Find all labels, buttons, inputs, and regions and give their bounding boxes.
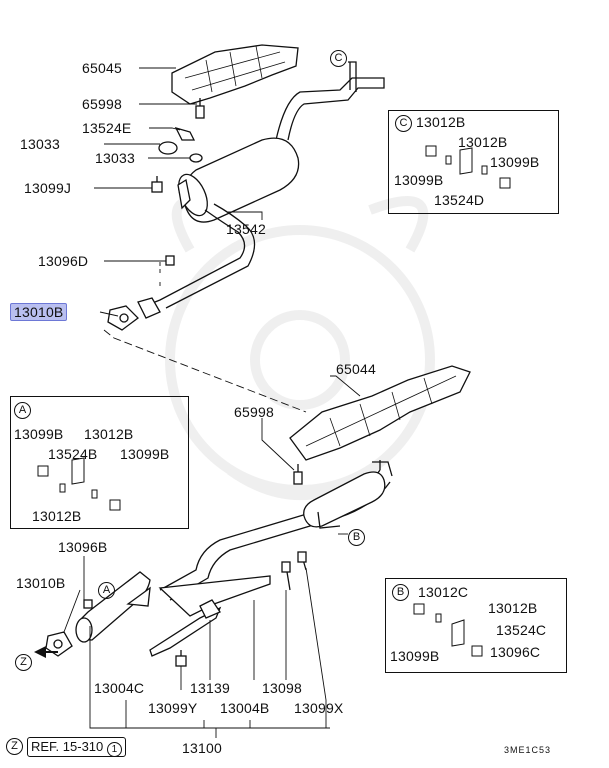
detail-b-13099B[interactable]: 13099B	[390, 648, 440, 664]
part-label-65044[interactable]: 65044	[336, 361, 376, 377]
heat-shield-65045	[171, 44, 299, 105]
detail-c-13099B-a[interactable]: 13099B	[490, 154, 540, 170]
part-label-13542[interactable]: 13542	[226, 221, 266, 237]
callout-c-box: C	[395, 115, 412, 132]
detail-c-13012B-b[interactable]: 13012B	[458, 134, 508, 150]
callout-z-ref: Z	[6, 738, 23, 755]
part-label-13099X[interactable]: 13099X	[294, 700, 344, 716]
gasket-13010B-lower	[45, 631, 73, 657]
callout-c-diagram: C	[330, 50, 347, 67]
detail-b-13012B[interactable]: 13012B	[488, 600, 538, 616]
callout-z-diagram: Z	[15, 654, 32, 671]
gasket-13010B-upper	[107, 305, 139, 331]
part-label-13524E[interactable]: 13524E	[82, 120, 132, 136]
hardware-upper	[83, 98, 303, 667]
bracket-13004C	[149, 606, 222, 657]
tail-pipe	[275, 77, 385, 141]
center-pipe-upper	[149, 203, 256, 309]
part-label-13010B-lower[interactable]: 13010B	[16, 575, 66, 591]
part-label-13139[interactable]: 13139	[190, 680, 230, 696]
part-label-13096D[interactable]: 13096D	[38, 253, 89, 269]
reference-number: 1	[106, 742, 122, 757]
part-label-13099J[interactable]: 13099J	[24, 180, 72, 196]
part-label-13010B-selected[interactable]: 13010B	[10, 303, 68, 321]
detail-box-b	[385, 578, 567, 673]
detail-box-c	[388, 110, 559, 214]
diagram-code: 3ME1C53	[504, 745, 552, 755]
detail-b-hardware	[413, 603, 483, 657]
part-label-13004C[interactable]: 13004C	[94, 680, 145, 696]
part-label-13033-b[interactable]: 13033	[95, 150, 135, 166]
detail-a-13524B[interactable]: 13524B	[48, 446, 98, 462]
detail-b-13096C[interactable]: 13096C	[490, 644, 541, 660]
part-label-13100[interactable]: 13100	[182, 740, 222, 756]
callout-a-diagram: A	[98, 582, 115, 599]
leader-lines	[63, 67, 361, 738]
part-label-13098[interactable]: 13098	[262, 680, 302, 696]
detail-b-13012C[interactable]: 13012C	[418, 584, 469, 600]
reference-box[interactable]: REF. 15-310 1	[27, 737, 126, 757]
detail-c-13524D[interactable]: 13524D	[434, 192, 485, 208]
part-label-65998-top[interactable]: 65998	[82, 96, 122, 112]
callout-a-box: A	[14, 402, 31, 419]
direction-arrow	[34, 646, 58, 658]
part-label-13096B[interactable]: 13096B	[58, 539, 108, 555]
detail-box-a	[10, 396, 189, 529]
part-label-13033-a[interactable]: 13033	[20, 136, 60, 152]
detail-b-13524C[interactable]: 13524C	[496, 622, 547, 638]
heat-shield-65044	[289, 365, 471, 461]
bracket-13004B	[158, 575, 271, 617]
detail-a-hardware	[37, 457, 121, 511]
part-label-65998-mid[interactable]: 65998	[234, 404, 274, 420]
detail-a-13099B-a[interactable]: 13099B	[14, 426, 64, 442]
detail-a-13099B-b[interactable]: 13099B	[120, 446, 170, 462]
callout-b-box: B	[392, 584, 409, 601]
detail-a-13012B-a[interactable]: 13012B	[84, 426, 134, 442]
part-label-13004B[interactable]: 13004B	[220, 700, 270, 716]
callout-b-diagram: B	[348, 529, 365, 546]
detail-a-13012B-b[interactable]: 13012B	[32, 508, 82, 524]
part-label-13099Y[interactable]: 13099Y	[148, 700, 198, 716]
detail-c-13012B-a[interactable]: 13012B	[416, 114, 466, 130]
resonator	[303, 471, 386, 528]
part-label-65045[interactable]: 65045	[82, 60, 122, 76]
detail-c-hardware	[425, 145, 511, 189]
reference-text: REF. 15-310	[31, 739, 104, 754]
detail-c-13099B-b[interactable]: 13099B	[394, 172, 444, 188]
